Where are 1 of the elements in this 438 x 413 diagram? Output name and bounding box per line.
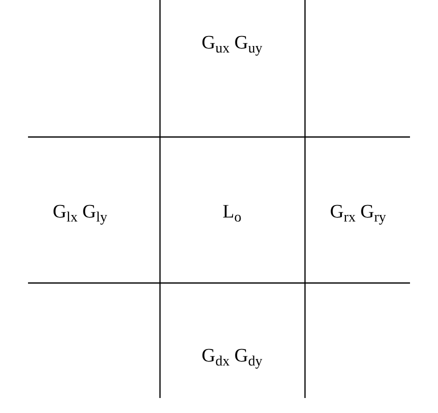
cell-label: L$_{o}$ [222,202,242,222]
